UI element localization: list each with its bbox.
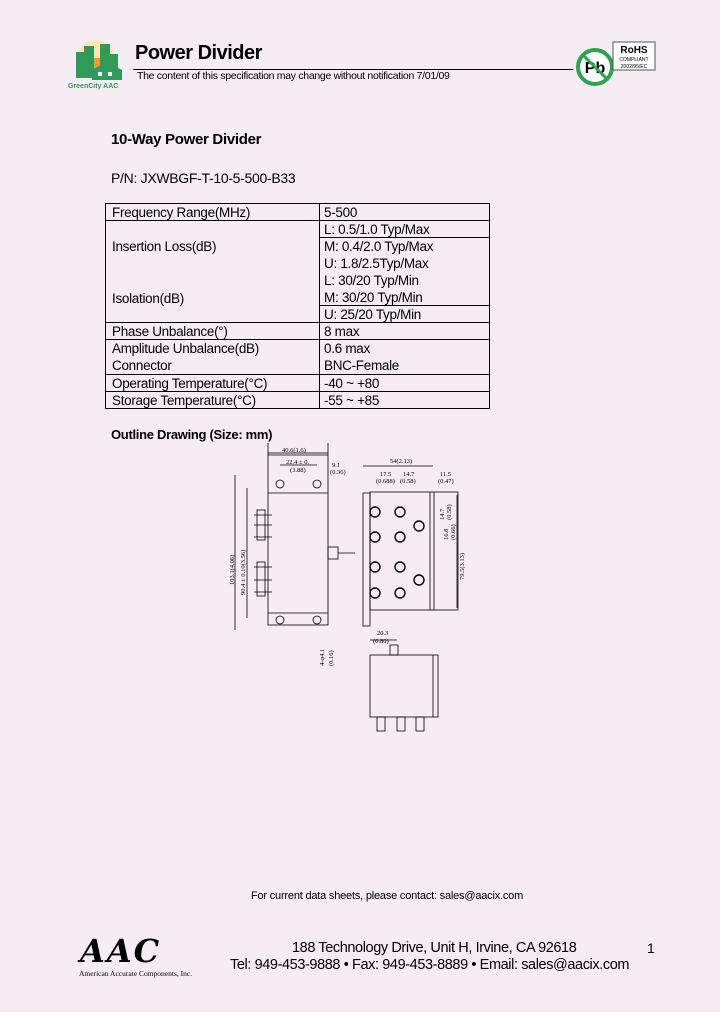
page-number: 1 <box>647 940 655 956</box>
header-rule <box>133 69 573 70</box>
spec-label-isolation: Isolation(dB) <box>112 291 184 306</box>
drawing-title: Outline Drawing (Size: mm) <box>111 427 273 442</box>
spec-notice: The content of this specification may ch… <box>137 70 450 82</box>
spec-label-storage-temp: Storage Temperature(°C) <box>112 393 256 408</box>
greencity-logo: GreenCity AAC <box>66 38 132 90</box>
dim-bottom-in: (0.80) <box>373 638 389 645</box>
spec-label-amplitude: Amplitude Unbalance(dB) <box>112 341 259 356</box>
spec-value-insertion-loss-u: U: 1.8/2.5Typ/Max <box>324 256 429 271</box>
dim-holes-in: (0.16) <box>328 650 335 666</box>
outline-drawing: 40.6(1.6) 22.4 ± 0. (3.88) 9.1 (0.36) 10… <box>220 440 470 750</box>
dim-hole-spacing: 22.4 ± 0. <box>286 459 309 466</box>
spec-table: Frequency Range(MHz) 5-500 Insertion Los… <box>105 203 490 409</box>
spec-label-frequency: Frequency Range(MHz) <box>112 205 251 220</box>
spec-value-insertion-loss-l: L: 0.5/1.0 Typ/Max <box>324 222 430 237</box>
spec-label-connector: Connector <box>112 358 172 373</box>
dim-row: 14.7 <box>439 508 446 520</box>
spec-value-insertion-loss-m: M: 0.4/2.0 Typ/Max <box>324 239 434 254</box>
spec-label-phase: Phase Unbalance(°) <box>112 324 228 339</box>
dim-col1: 17.5 <box>380 471 391 478</box>
rohs-compliant: COMPLIANT <box>619 57 648 63</box>
address: 188 Technology Drive, Unit H, Irvine, CA… <box>292 940 577 956</box>
spec-value-phase: 8 max <box>324 324 360 339</box>
contact-line: Tel: 949-453-9888 • Fax: 949-453-8889 • … <box>230 957 630 973</box>
spec-value-isolation-m: M: 30/20 Typ/Min <box>324 290 423 305</box>
spec-value-frequency: 5-500 <box>324 205 358 220</box>
company-name: American Accurate Components, Inc. <box>79 969 193 978</box>
part-number: P/N: JXWBGF-T-10-5-500-B33 <box>111 170 296 186</box>
spec-value-amplitude: 0.6 max <box>324 341 370 356</box>
spec-value-isolation-u: U: 25/20 Typ/Min <box>324 307 422 322</box>
dim-row2-in: (0.66) <box>450 524 457 540</box>
dim-edge-in: (0.36) <box>330 469 346 476</box>
spec-label-insertion-loss: Insertion Loss(dB) <box>112 239 217 254</box>
dim-hole-spacing-in: (3.88) <box>290 467 306 474</box>
dim-inner-height: 90.4 ± 0.10(3.56) <box>240 550 247 595</box>
document-title: Power Divider <box>135 42 262 64</box>
aac-logo: AAC <box>80 932 162 970</box>
dim-holes: 4-φ4.1 <box>319 649 326 666</box>
product-title: 10-Way Power Divider <box>111 131 262 148</box>
dim-height: 103.1(4.06) <box>229 555 236 585</box>
contact-note: For current data sheets, please contact:… <box>251 890 524 902</box>
dim-col1-in: (0.688) <box>376 478 395 485</box>
dim-row2: 16.8 <box>443 529 450 540</box>
dim-width-top: 40.6(1.6) <box>282 447 306 454</box>
dim-col2: 14.7 <box>403 471 415 478</box>
spec-value-storage-temp: -55 ~ +85 <box>324 393 380 408</box>
spec-label-operating-temp: Operating Temperature(°C) <box>112 376 268 391</box>
rohs-directive: 2002/95/EC <box>621 64 648 70</box>
dim-edge: 9.1 <box>332 462 340 469</box>
rohs-label: RoHS <box>620 45 648 56</box>
dim-right-in: (0.47) <box>438 478 454 485</box>
spec-value-operating-temp: -40 ~ +80 <box>324 376 380 391</box>
dim-row-in: (0.58) <box>446 504 453 520</box>
dim-col2-in: (0.58) <box>400 478 416 485</box>
dim-side-width: 54(2.13) <box>390 458 412 465</box>
logo-text: GreenCity AAC <box>68 83 118 90</box>
dim-side-height: 79.5(3.13) <box>459 553 466 580</box>
spec-value-connector: BNC-Female <box>324 358 400 373</box>
dim-right: 11.5 <box>440 471 451 478</box>
spec-value-isolation-l: L: 30/20 Typ/Min <box>324 273 419 288</box>
rohs-badge: Pb RoHS COMPLIANT 2002/95/EC <box>575 40 660 92</box>
dim-bottom: 20.3 <box>377 630 388 637</box>
